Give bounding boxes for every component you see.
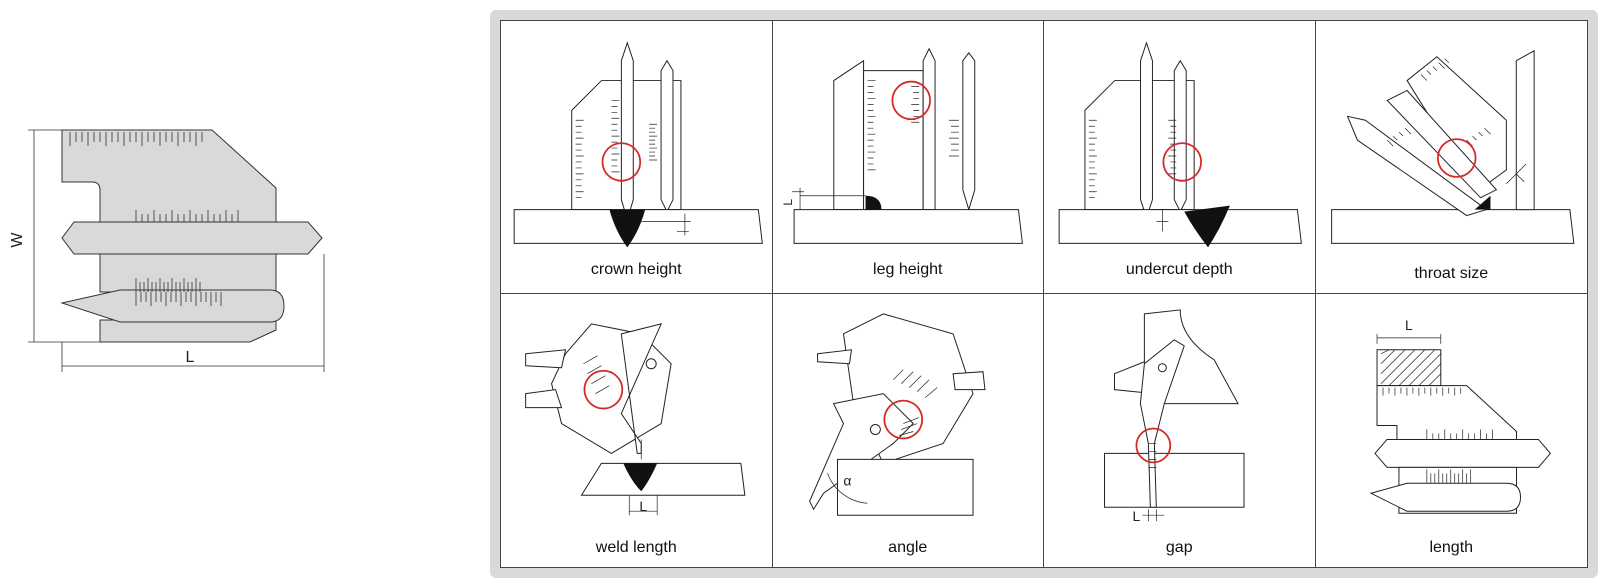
panel-gap: L gap <box>1044 294 1316 567</box>
dimension-label: L <box>639 498 647 514</box>
panel-leg-height: L leg height <box>772 21 1044 294</box>
panel-caption: crown height <box>590 261 682 278</box>
dimension-label: L <box>1405 317 1413 333</box>
panel-caption: length <box>1429 539 1474 556</box>
panel-caption: angle <box>888 539 928 556</box>
throat-size-measurement-icon <box>1330 49 1574 244</box>
panel-caption: weld length <box>595 539 677 556</box>
dimension-label: L <box>781 199 795 206</box>
length-measurement-icon: L <box>1369 317 1551 514</box>
panel-caption: leg height <box>873 261 943 278</box>
panel-undercut-depth: undercut depth <box>1044 21 1316 294</box>
length-dimension-label: L <box>186 349 195 366</box>
width-dimension-label: W <box>9 232 26 248</box>
gap-measurement-icon: L <box>1104 309 1245 524</box>
usage-grid: crown height L <box>500 20 1588 568</box>
panel-weld-length: L weld length <box>501 294 773 567</box>
panel-caption: gap <box>1165 539 1193 556</box>
gauge-dimension-diagram: W L <box>9 129 325 372</box>
panel-throat-size: throat size <box>1315 21 1587 294</box>
leg-height-measurement-icon: L <box>781 47 1023 244</box>
panel-angle: α angle <box>773 294 1044 567</box>
panel-length: L length <box>1316 294 1588 567</box>
angle-dimension-label: α <box>843 472 851 488</box>
weld-length-measurement-icon: L <box>525 323 746 516</box>
dimension-label: L <box>1133 508 1141 524</box>
panel-caption: throat size <box>1414 265 1489 282</box>
angle-measurement-icon: α <box>808 313 986 516</box>
panel-crown-height: crown height <box>501 21 773 294</box>
undercut-depth-measurement-icon <box>1058 41 1302 248</box>
crown-height-measurement-icon <box>513 41 763 248</box>
panel-caption: undercut depth <box>1125 261 1233 278</box>
usage-panel-frame: crown height L <box>490 10 1598 578</box>
